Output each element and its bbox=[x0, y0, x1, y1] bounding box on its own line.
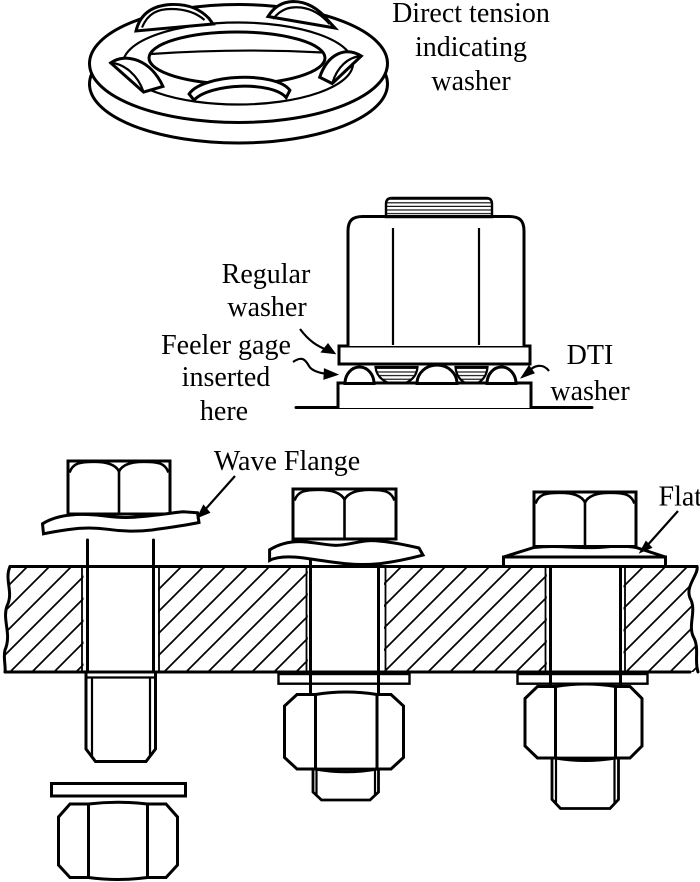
svg-text:Feeler gage: Feeler gage bbox=[161, 330, 291, 361]
svg-text:washer: washer bbox=[550, 376, 630, 407]
svg-text:Flat: Flat bbox=[659, 482, 700, 513]
svg-text:DTI: DTI bbox=[567, 340, 614, 371]
svg-text:Direct tension: Direct tension bbox=[392, 0, 550, 29]
svg-text:Regular: Regular bbox=[222, 259, 311, 290]
svg-text:Wave Flange: Wave Flange bbox=[214, 446, 360, 477]
svg-text:here: here bbox=[200, 396, 248, 427]
svg-text:inserted: inserted bbox=[182, 362, 271, 393]
svg-text:washer: washer bbox=[227, 292, 307, 323]
svg-text:indicating: indicating bbox=[415, 32, 527, 63]
svg-text:washer: washer bbox=[431, 66, 511, 97]
